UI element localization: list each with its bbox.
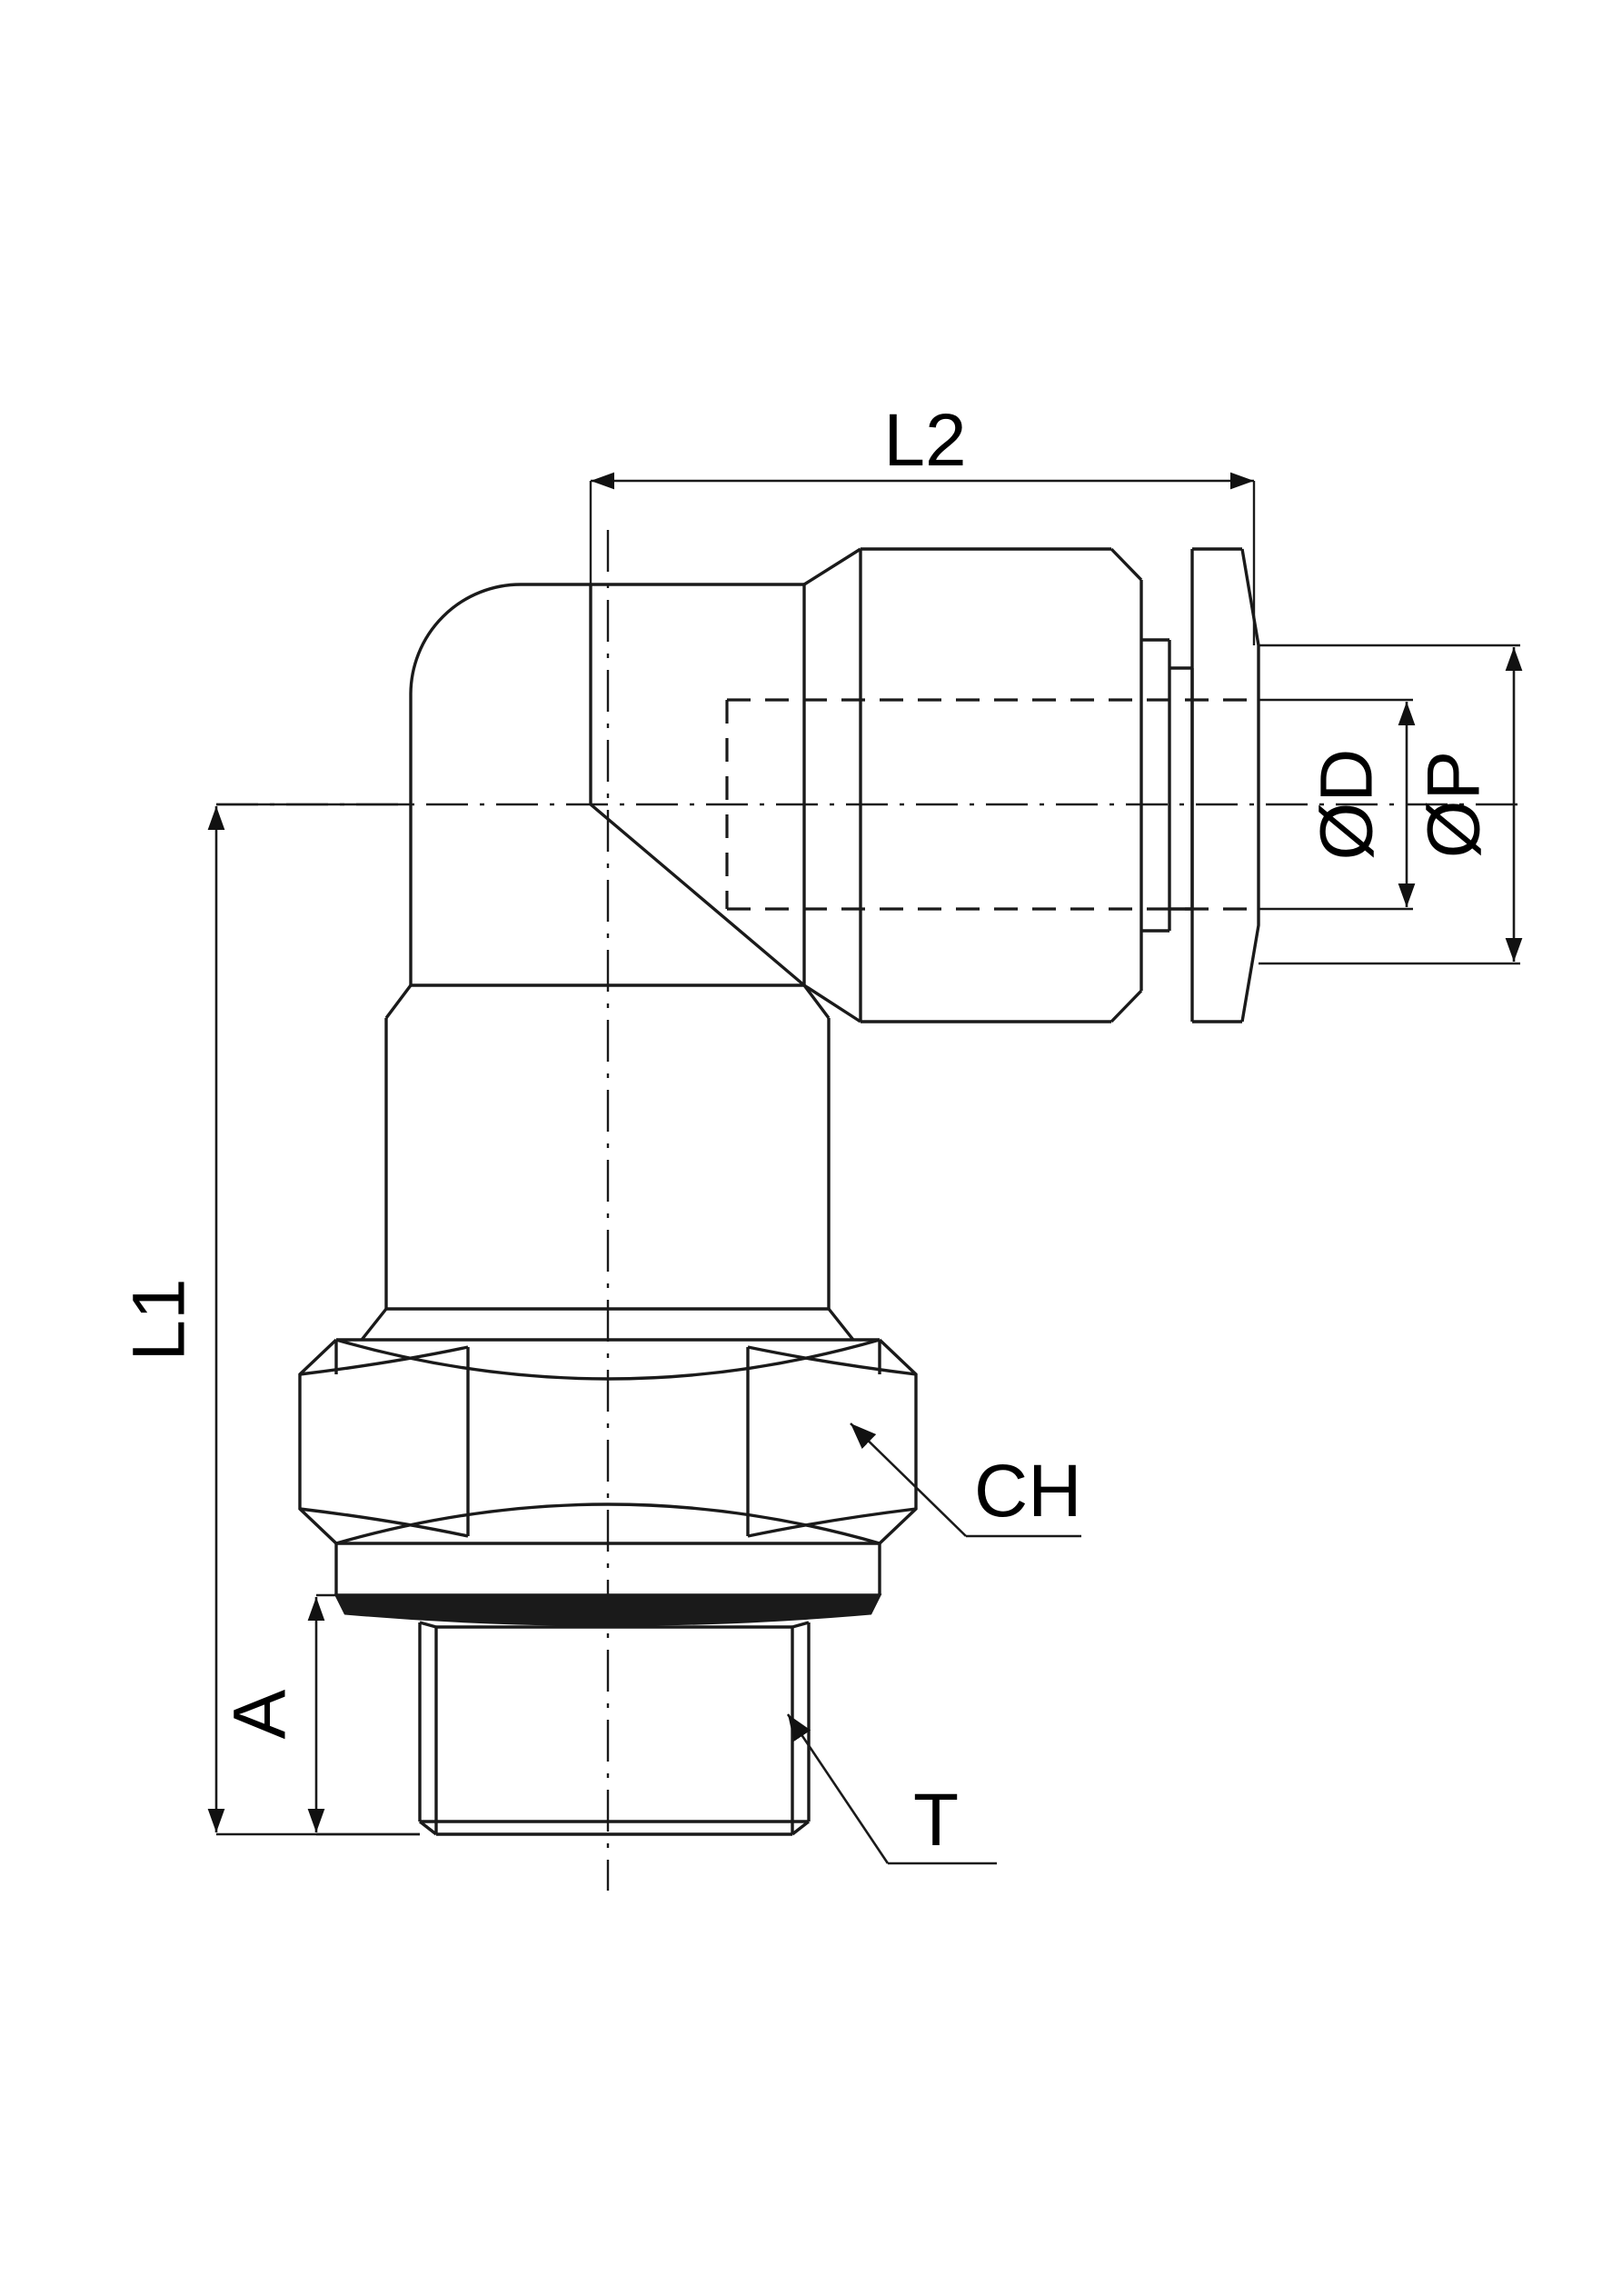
elbow-outer-radius: [409, 583, 804, 804]
hex-chamfer-top-right: [827, 1307, 855, 1342]
op-label: ØP: [1413, 751, 1496, 858]
ch-leader-line: [850, 1423, 967, 1537]
l1-label: L1: [118, 1278, 201, 1361]
sleeve-chamfer-top: [803, 547, 861, 586]
sleeve-chamfer-bottom: [803, 983, 861, 1023]
collar-retainer-chamfer-top: [1110, 547, 1143, 582]
shank-chamfer-top-right: [802, 983, 831, 1020]
hidden-bore-lines-group: [725, 698, 1259, 911]
dimension-l1-group: L1: [118, 803, 420, 1836]
t-leader-line: [786, 1713, 890, 1864]
a-label: A: [219, 1689, 302, 1739]
hex-chamfer-arc-top-right: [747, 1345, 917, 1376]
elbow-corner-diagonal: [589, 803, 806, 987]
release-collar-taper-profile: [1240, 548, 1260, 1023]
hex-chamfer-arc-bottom-right: [747, 1507, 917, 1538]
thread-chamfer-top-left: [419, 1621, 437, 1629]
thread-chamfer-bottom-right: [791, 1820, 811, 1836]
thread-chamfer-bottom-left: [418, 1820, 438, 1836]
centre-lines-group: [216, 530, 1520, 1891]
dimension-od-group: ØD: [1259, 698, 1416, 911]
hex-chamfer-arc-top-left: [299, 1345, 469, 1376]
dimension-l2-group: L2: [589, 399, 1256, 645]
leader-ch-group: CH: [850, 1423, 1081, 1538]
thread-chamfer-top-right: [791, 1621, 810, 1629]
collar-retainer-chamfer-bottom: [1110, 989, 1143, 1023]
part-outline-group: [298, 547, 1260, 1836]
dimension-a-group: A: [219, 1593, 420, 1836]
l2-label: L2: [883, 399, 966, 482]
leader-t-group: T: [786, 1713, 997, 1865]
t-label: T: [913, 1779, 959, 1862]
shank-chamfer-top-left: [384, 983, 413, 1020]
dimension-op-group: ØP: [1259, 644, 1523, 965]
hex-chamfer-arc-bottom-left: [299, 1507, 469, 1538]
ch-label: CH: [974, 1450, 1081, 1532]
hex-chamfer-top-left: [360, 1307, 388, 1342]
od-label: ØD: [1306, 749, 1388, 861]
